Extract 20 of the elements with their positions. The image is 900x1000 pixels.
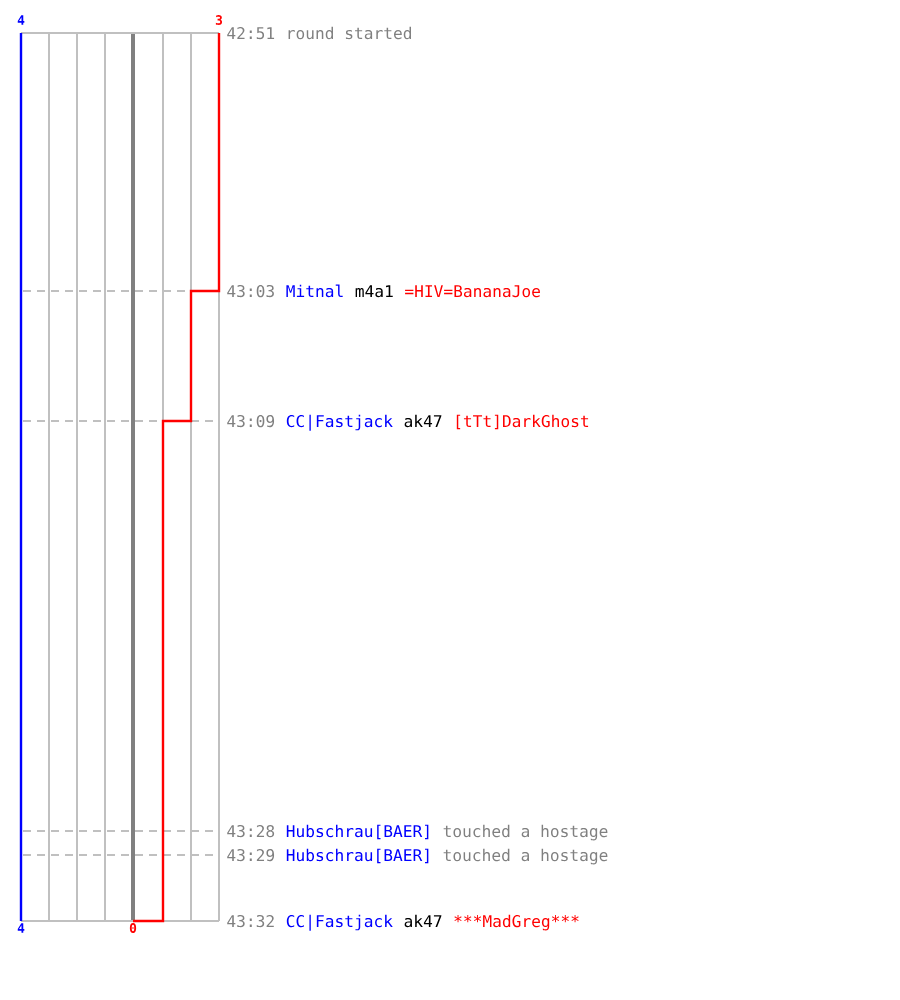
- player-name: Hubschrau[BAER]: [286, 848, 429, 864]
- player-name: [tTt]DarkGhost: [456, 414, 589, 430]
- player-name: CC|Fastjack: [286, 914, 393, 931]
- player-name: ***MadGreg***: [454, 914, 579, 931]
- timestamp: 42:51: [227, 27, 275, 40]
- player-name: Hubschrau[BAER]: [286, 824, 429, 840]
- event-text: round started: [288, 26, 411, 40]
- timestamp: 43:32: [227, 915, 274, 928]
- weapon-name: ak47: [404, 414, 442, 428]
- timestamp: 43:03: [227, 285, 274, 298]
- player-name: =HIV=BananaJoe: [405, 285, 540, 298]
- player-name: Mitnal: [286, 284, 343, 298]
- event-text: touched a hostage: [443, 824, 608, 841]
- weapon-name: m4a1: [355, 285, 393, 298]
- timestamp: 43:28: [227, 825, 275, 838]
- timestamp: 43:09: [227, 415, 275, 428]
- weapon-name: ak47: [404, 914, 442, 928]
- player-name: CC|Fastjack: [286, 414, 393, 431]
- timestamp: 43:29: [227, 849, 275, 862]
- event-text: touched a hostage: [443, 848, 608, 865]
